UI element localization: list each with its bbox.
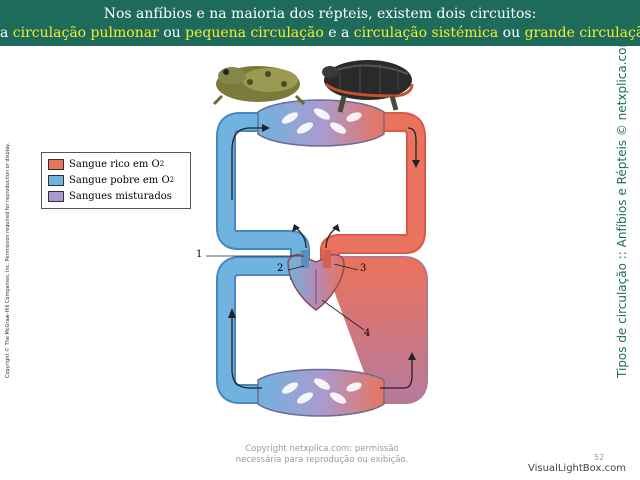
label-3: 3 bbox=[360, 263, 366, 274]
legend-swatch-mixed bbox=[48, 191, 64, 202]
footer-copyright: Copyright netxplica.com: permissão neces… bbox=[222, 444, 422, 466]
lung-capillary-bed bbox=[258, 100, 384, 146]
legend-swatch-oxygen-poor bbox=[48, 175, 64, 186]
pulmonary-circuit bbox=[226, 100, 416, 268]
heart bbox=[288, 250, 344, 310]
label-2: 2 bbox=[277, 263, 283, 274]
page-number: 52 bbox=[594, 453, 604, 462]
legend-swatch-oxygen-rich bbox=[48, 159, 64, 170]
legend-item-mixed: Sangues misturados bbox=[48, 190, 172, 202]
label-4: 4 bbox=[364, 328, 370, 339]
watermark[interactable]: VisualLightBox.com bbox=[528, 463, 626, 474]
body-capillary-bed bbox=[258, 370, 384, 417]
frog-illustration bbox=[214, 66, 304, 104]
label-1: 1 bbox=[196, 249, 202, 260]
